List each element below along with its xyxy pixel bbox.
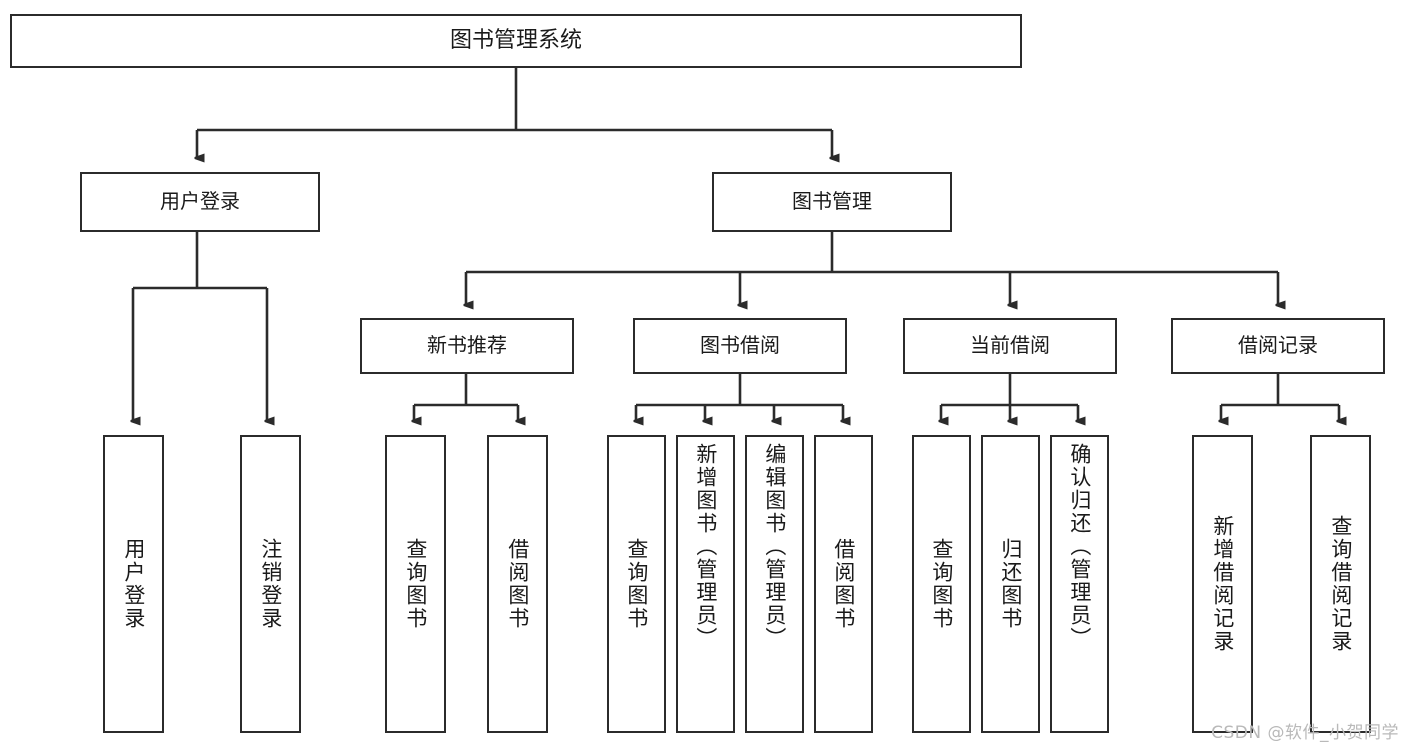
node-label: 借阅图书 [831,538,856,630]
node-new-book-recommend[interactable]: 新书推荐 [360,318,574,374]
node-label: 图书管理 [792,189,872,214]
node-label: 查询借阅记录 [1328,515,1353,653]
node-label: 当前借阅 [970,333,1050,358]
node-label: 确认归还（管理员） [1067,443,1092,650]
node-root-system[interactable]: 图书管理系统 [10,14,1022,68]
leaf-book-borrow-edit[interactable]: 编辑图书（管理员） [745,435,804,733]
node-label: 编辑图书（管理员） [762,443,787,650]
leaf-book-borrow-lend[interactable]: 借阅图书 [814,435,873,733]
leaf-current-borrow-return[interactable]: 归还图书 [981,435,1040,733]
csdn-watermark: CSDN @软件_小贺同学 [1211,723,1399,743]
leaf-user-login-signin[interactable]: 用户登录 [103,435,164,733]
leaf-current-borrow-query[interactable]: 查询图书 [912,435,971,733]
leaf-book-borrow-add[interactable]: 新增图书（管理员） [676,435,735,733]
node-label: 注销登录 [258,538,283,630]
node-book-borrow[interactable]: 图书借阅 [633,318,847,374]
node-label: 新增借阅记录 [1210,515,1235,653]
leaf-borrow-record-add[interactable]: 新增借阅记录 [1192,435,1253,733]
node-label: 用户登录 [160,189,240,214]
node-label: 图书管理系统 [449,28,582,54]
node-label: 借阅图书 [505,538,530,630]
node-label: 查询图书 [403,538,428,630]
node-current-borrow[interactable]: 当前借阅 [903,318,1117,374]
node-label: 借阅记录 [1238,333,1318,358]
leaf-current-borrow-confirm[interactable]: 确认归还（管理员） [1050,435,1109,733]
node-label: 用户登录 [121,538,146,630]
leaf-book-borrow-query[interactable]: 查询图书 [607,435,666,733]
node-book-management[interactable]: 图书管理 [712,172,952,232]
node-label: 归还图书 [998,538,1023,630]
node-user-login[interactable]: 用户登录 [80,172,320,232]
node-label: 新书推荐 [427,333,507,358]
node-borrow-record[interactable]: 借阅记录 [1171,318,1385,374]
leaf-new-book-query[interactable]: 查询图书 [385,435,446,733]
leaf-user-login-signout[interactable]: 注销登录 [240,435,301,733]
node-label: 图书借阅 [700,333,780,358]
node-label: 查询图书 [624,538,649,630]
leaf-borrow-record-query[interactable]: 查询借阅记录 [1310,435,1371,733]
leaf-new-book-borrow[interactable]: 借阅图书 [487,435,548,733]
node-label: 新增图书（管理员） [693,443,718,650]
node-label: 查询图书 [929,538,954,630]
